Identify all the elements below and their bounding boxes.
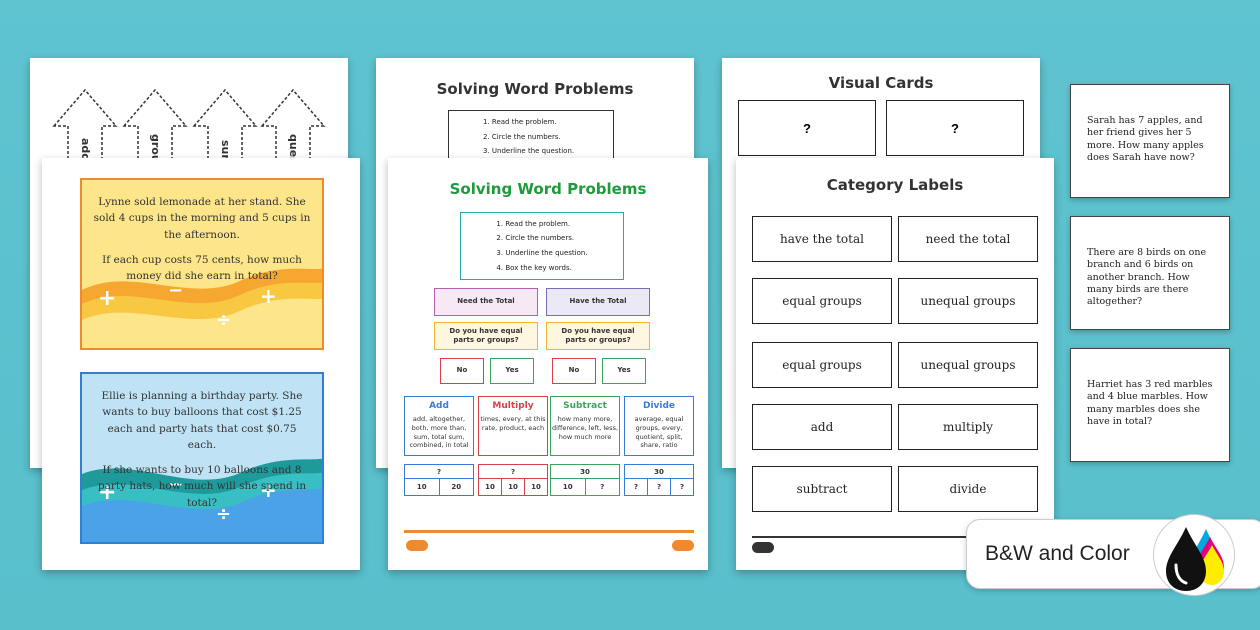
divide-words: average, equal groups, every, quotient, …: [634, 415, 684, 450]
subtract-title: Subtract: [563, 401, 607, 411]
category-label: have the total: [752, 216, 892, 262]
bw-card-2: There are 8 birds on one branch and 6 bi…: [1070, 216, 1230, 330]
plus-icon: +: [260, 284, 277, 308]
word-problem-card-1: + − ÷ + Lynne sold lemonade at her stand…: [80, 178, 324, 350]
bar-model-multiply-part: 10: [479, 479, 502, 495]
equal-question-box-right: Do you have equal parts or groups?: [546, 322, 650, 350]
bar-model-subtract: 30 10?: [550, 464, 620, 496]
solving-bw-step-3: 3. Underline the question.: [483, 147, 575, 156]
bar-model-subtract-part: ?: [600, 483, 605, 491]
subtract-words: how many more, difference, left, less, h…: [551, 415, 619, 441]
category-label: multiply: [898, 404, 1038, 450]
bar-model-divide-part: ?: [625, 479, 648, 495]
visual-card-2: ?: [886, 100, 1024, 156]
add-words: add, altogether, both, more than, sum, t…: [409, 415, 469, 450]
bar-model-add-top: ?: [405, 465, 473, 479]
no-box-right: No: [552, 358, 596, 384]
category-labels-sheet: Category Labels have the total need the …: [736, 158, 1054, 570]
bw-color-badge: B&W and Color: [966, 514, 1260, 596]
bar-model-subtract-part: 10: [551, 479, 586, 495]
step-4: 4. Box the key words.: [496, 263, 572, 272]
ink-drops-icon: [1153, 514, 1235, 596]
visual-card-1: ?: [738, 100, 876, 156]
footer-line: [752, 536, 1038, 538]
bar-model-divide-part: ?: [648, 479, 671, 495]
plus-icon: +: [98, 480, 117, 505]
divide-icon: ÷: [216, 504, 232, 525]
category-label: unequal groups: [898, 278, 1038, 324]
bar-model-divide: 30 ???: [624, 464, 694, 496]
category-label: unequal groups: [898, 342, 1038, 388]
add-box: Add add, altogether, both, more than, su…: [404, 396, 474, 456]
word-problem-card-2-p2: If she wants to buy 10 balloons and 8 pa…: [97, 464, 307, 509]
minus-icon: −: [168, 280, 184, 301]
add-title: Add: [429, 401, 449, 411]
word-problem-card-2-text: Ellie is planning a birthday party. She …: [92, 388, 312, 520]
word-problem-card-2: + − ÷ + Ellie is planning a birthday par…: [80, 372, 324, 544]
category-label: divide: [898, 466, 1038, 512]
steps-box: 1. Read the problem. 2. Circle the numbe…: [460, 212, 624, 280]
badge-label: B&W and Color: [985, 542, 1130, 565]
divide-box: Divide average, equal groups, every, quo…: [624, 396, 694, 456]
visual-cards-title: Visual Cards: [828, 74, 934, 92]
divide-icon: ÷: [216, 310, 232, 331]
twinkl-logo-icon: [752, 542, 774, 553]
wave-graphic: [82, 458, 322, 542]
visual-card-2-mark: ?: [951, 120, 959, 136]
bar-model-multiply-part: 10: [531, 483, 541, 491]
bar-model-add-part: 10: [405, 479, 440, 495]
category-label: add: [752, 404, 892, 450]
bw-card-2-text: There are 8 birds on one branch and 6 bi…: [1087, 247, 1207, 308]
color-cards-sheet: + − ÷ + Lynne sold lemonade at her stand…: [42, 158, 360, 570]
equal-question-box-left: Do you have equal parts or groups?: [434, 322, 538, 350]
yes-box-left: Yes: [490, 358, 534, 384]
bar-model-subtract-top: 30: [551, 465, 619, 479]
plus-icon: +: [260, 478, 277, 502]
visual-card-1-mark: ?: [803, 120, 811, 136]
yes-box-right: Yes: [602, 358, 646, 384]
divide-title: Divide: [642, 401, 676, 411]
have-total-box: Have the Total: [546, 288, 650, 316]
bar-model-add: ? 10 20: [404, 464, 474, 496]
word-problem-card-1-p2: If each cup costs 75 cents, how much mon…: [102, 253, 302, 283]
subtract-box: Subtract how many more, difference, left…: [550, 396, 620, 456]
word-problem-card-1-text: Lynne sold lemonade at her stand. She so…: [92, 194, 312, 293]
step-2: 2. Circle the numbers.: [496, 234, 575, 243]
bar-model-multiply-top: ?: [479, 465, 547, 479]
solving-color-title: Solving Word Problems: [449, 180, 647, 198]
plus-icon: +: [98, 286, 117, 311]
category-label: subtract: [752, 466, 892, 512]
wave-graphic: [82, 268, 322, 348]
bw-card-3-text: Harriet has 3 red marbles and 4 blue mar…: [1087, 379, 1213, 428]
word-problem-card-2-p1: Ellie is planning a birthday party. She …: [101, 390, 303, 451]
word-problem-card-1-p1: Lynne sold lemonade at her stand. She so…: [93, 196, 311, 241]
bar-model-divide-part: ?: [679, 483, 685, 491]
need-total-box: Need the Total: [434, 288, 538, 316]
multiply-box: Multiply times, every, at this rate, pro…: [478, 396, 548, 456]
category-label: need the total: [898, 216, 1038, 262]
solving-bw-title: Solving Word Problems: [436, 80, 634, 98]
step-3: 3. Underline the question.: [496, 249, 588, 257]
bw-card-1-text: Sarah has 7 apples, and her friend gives…: [1087, 115, 1204, 164]
category-label: equal groups: [752, 278, 892, 324]
solving-bw-step-2: 2. Circle the numbers.: [483, 132, 561, 141]
multiply-words: times, every, at this rate, product, eac…: [480, 415, 546, 432]
twinkl-logo-icon: [672, 540, 694, 551]
no-box-left: No: [440, 358, 484, 384]
bar-model-add-part: 20: [451, 483, 462, 491]
solving-bw-step-1: 1. Read the problem.: [483, 118, 557, 126]
bw-card-3: Harriet has 3 red marbles and 4 blue mar…: [1070, 348, 1230, 462]
solving-color-sheet: Solving Word Problems 1. Read the proble…: [388, 158, 708, 570]
twinkl-logo-icon: [406, 540, 428, 551]
multiply-title: Multiply: [492, 401, 534, 411]
bar-model-divide-top: 30: [625, 465, 693, 479]
bw-card-1: Sarah has 7 apples, and her friend gives…: [1070, 84, 1230, 198]
footer-stripe: [404, 530, 694, 533]
category-labels-title: Category Labels: [826, 176, 964, 194]
step-1: 1. Read the problem.: [496, 219, 571, 228]
category-label: equal groups: [752, 342, 892, 388]
minus-icon: −: [168, 474, 184, 495]
bar-model-multiply-part: 10: [502, 479, 525, 495]
